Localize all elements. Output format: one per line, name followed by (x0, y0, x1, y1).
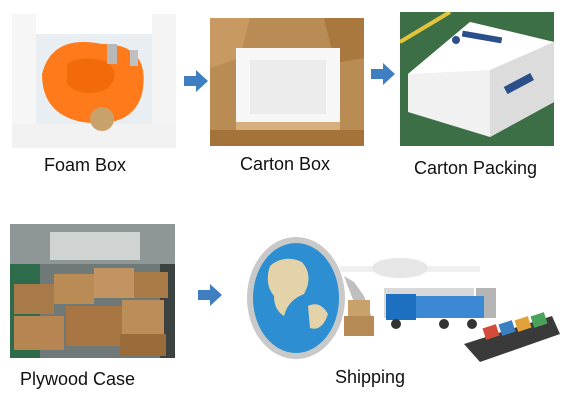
foam-box-photo (12, 14, 176, 148)
caption-plywood-case: Plywood Case (20, 369, 136, 389)
caption-carton-packing: Carton Packing (414, 158, 538, 178)
shipping-illustration (244, 236, 564, 366)
arrow-right-icon (184, 70, 208, 92)
plywood-case-photo (10, 224, 175, 358)
carton-packing-photo (400, 12, 554, 146)
arrow-right-icon (198, 284, 222, 306)
carton-box-photo (210, 18, 364, 146)
arrow-right-icon (371, 63, 395, 85)
caption-shipping: Shipping (335, 367, 406, 387)
caption-foam-box: Foam Box (44, 155, 127, 175)
caption-carton-box: Carton Box (240, 154, 331, 174)
